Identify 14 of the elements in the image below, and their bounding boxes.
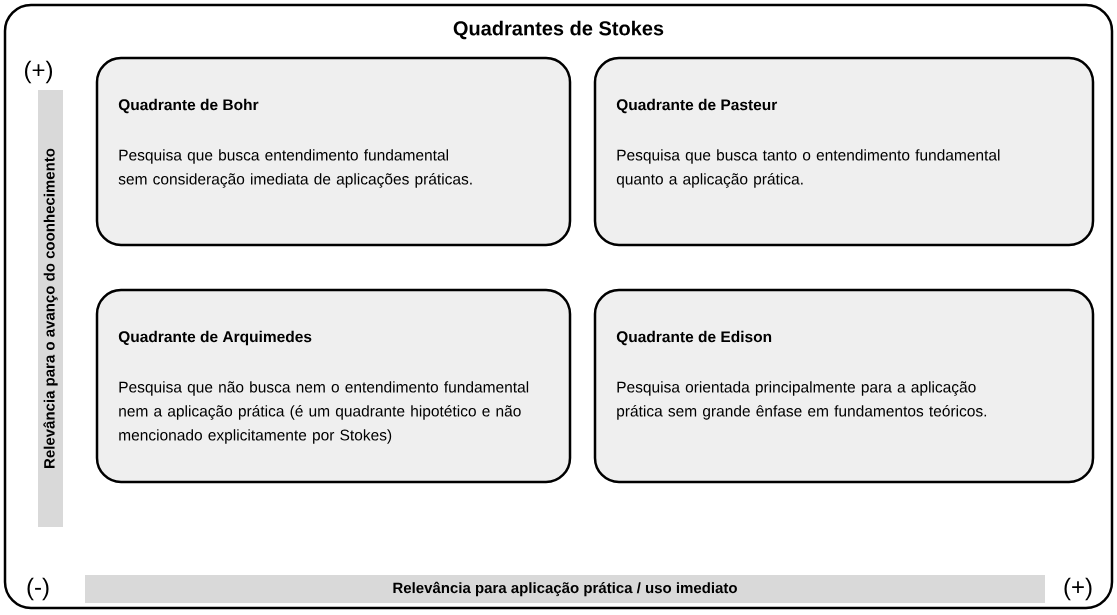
frame-label: Quadrantes de Stokes bbox=[453, 20, 664, 40]
axis-sign: (-) bbox=[27, 577, 49, 601]
axis-bar: Relevância para aplicação prática / uso imediato bbox=[85, 575, 1045, 603]
quadrant-heading: Quadrante de Bohr bbox=[118, 98, 259, 114]
quadrant-heading: Quadrante de Arquimedes bbox=[118, 330, 312, 346]
quadrant-heading: Quadrante de Edison bbox=[616, 330, 772, 346]
axis-bar: Relevância para o avanço do coonhecimento bbox=[38, 90, 63, 527]
quadrant-description: Pesquisa orientada principalmente para a aplicação prática sem grande ênfase em fundamentos teóricos. bbox=[617, 381, 987, 420]
quadrant-heading: Quadrante de Pasteur bbox=[616, 98, 778, 114]
axis-sign: (+) bbox=[1064, 577, 1092, 601]
quadrant-description: Pesquisa que busca tanto o entendimento fundamental quanto a aplicação prática. bbox=[616, 149, 1000, 188]
axis-sign: (+) bbox=[25, 60, 53, 84]
quadrant-description: Pesquisa que busca entendimento fundamental sem consideração imediata de aplicações práticas. bbox=[118, 149, 472, 188]
quadrant-description: Pesquisa que não busca nem o entendimento fundamental nem a aplicação prática (é um quadrante hipotético e não mencionado explicitamente por Stokes) bbox=[119, 381, 529, 444]
